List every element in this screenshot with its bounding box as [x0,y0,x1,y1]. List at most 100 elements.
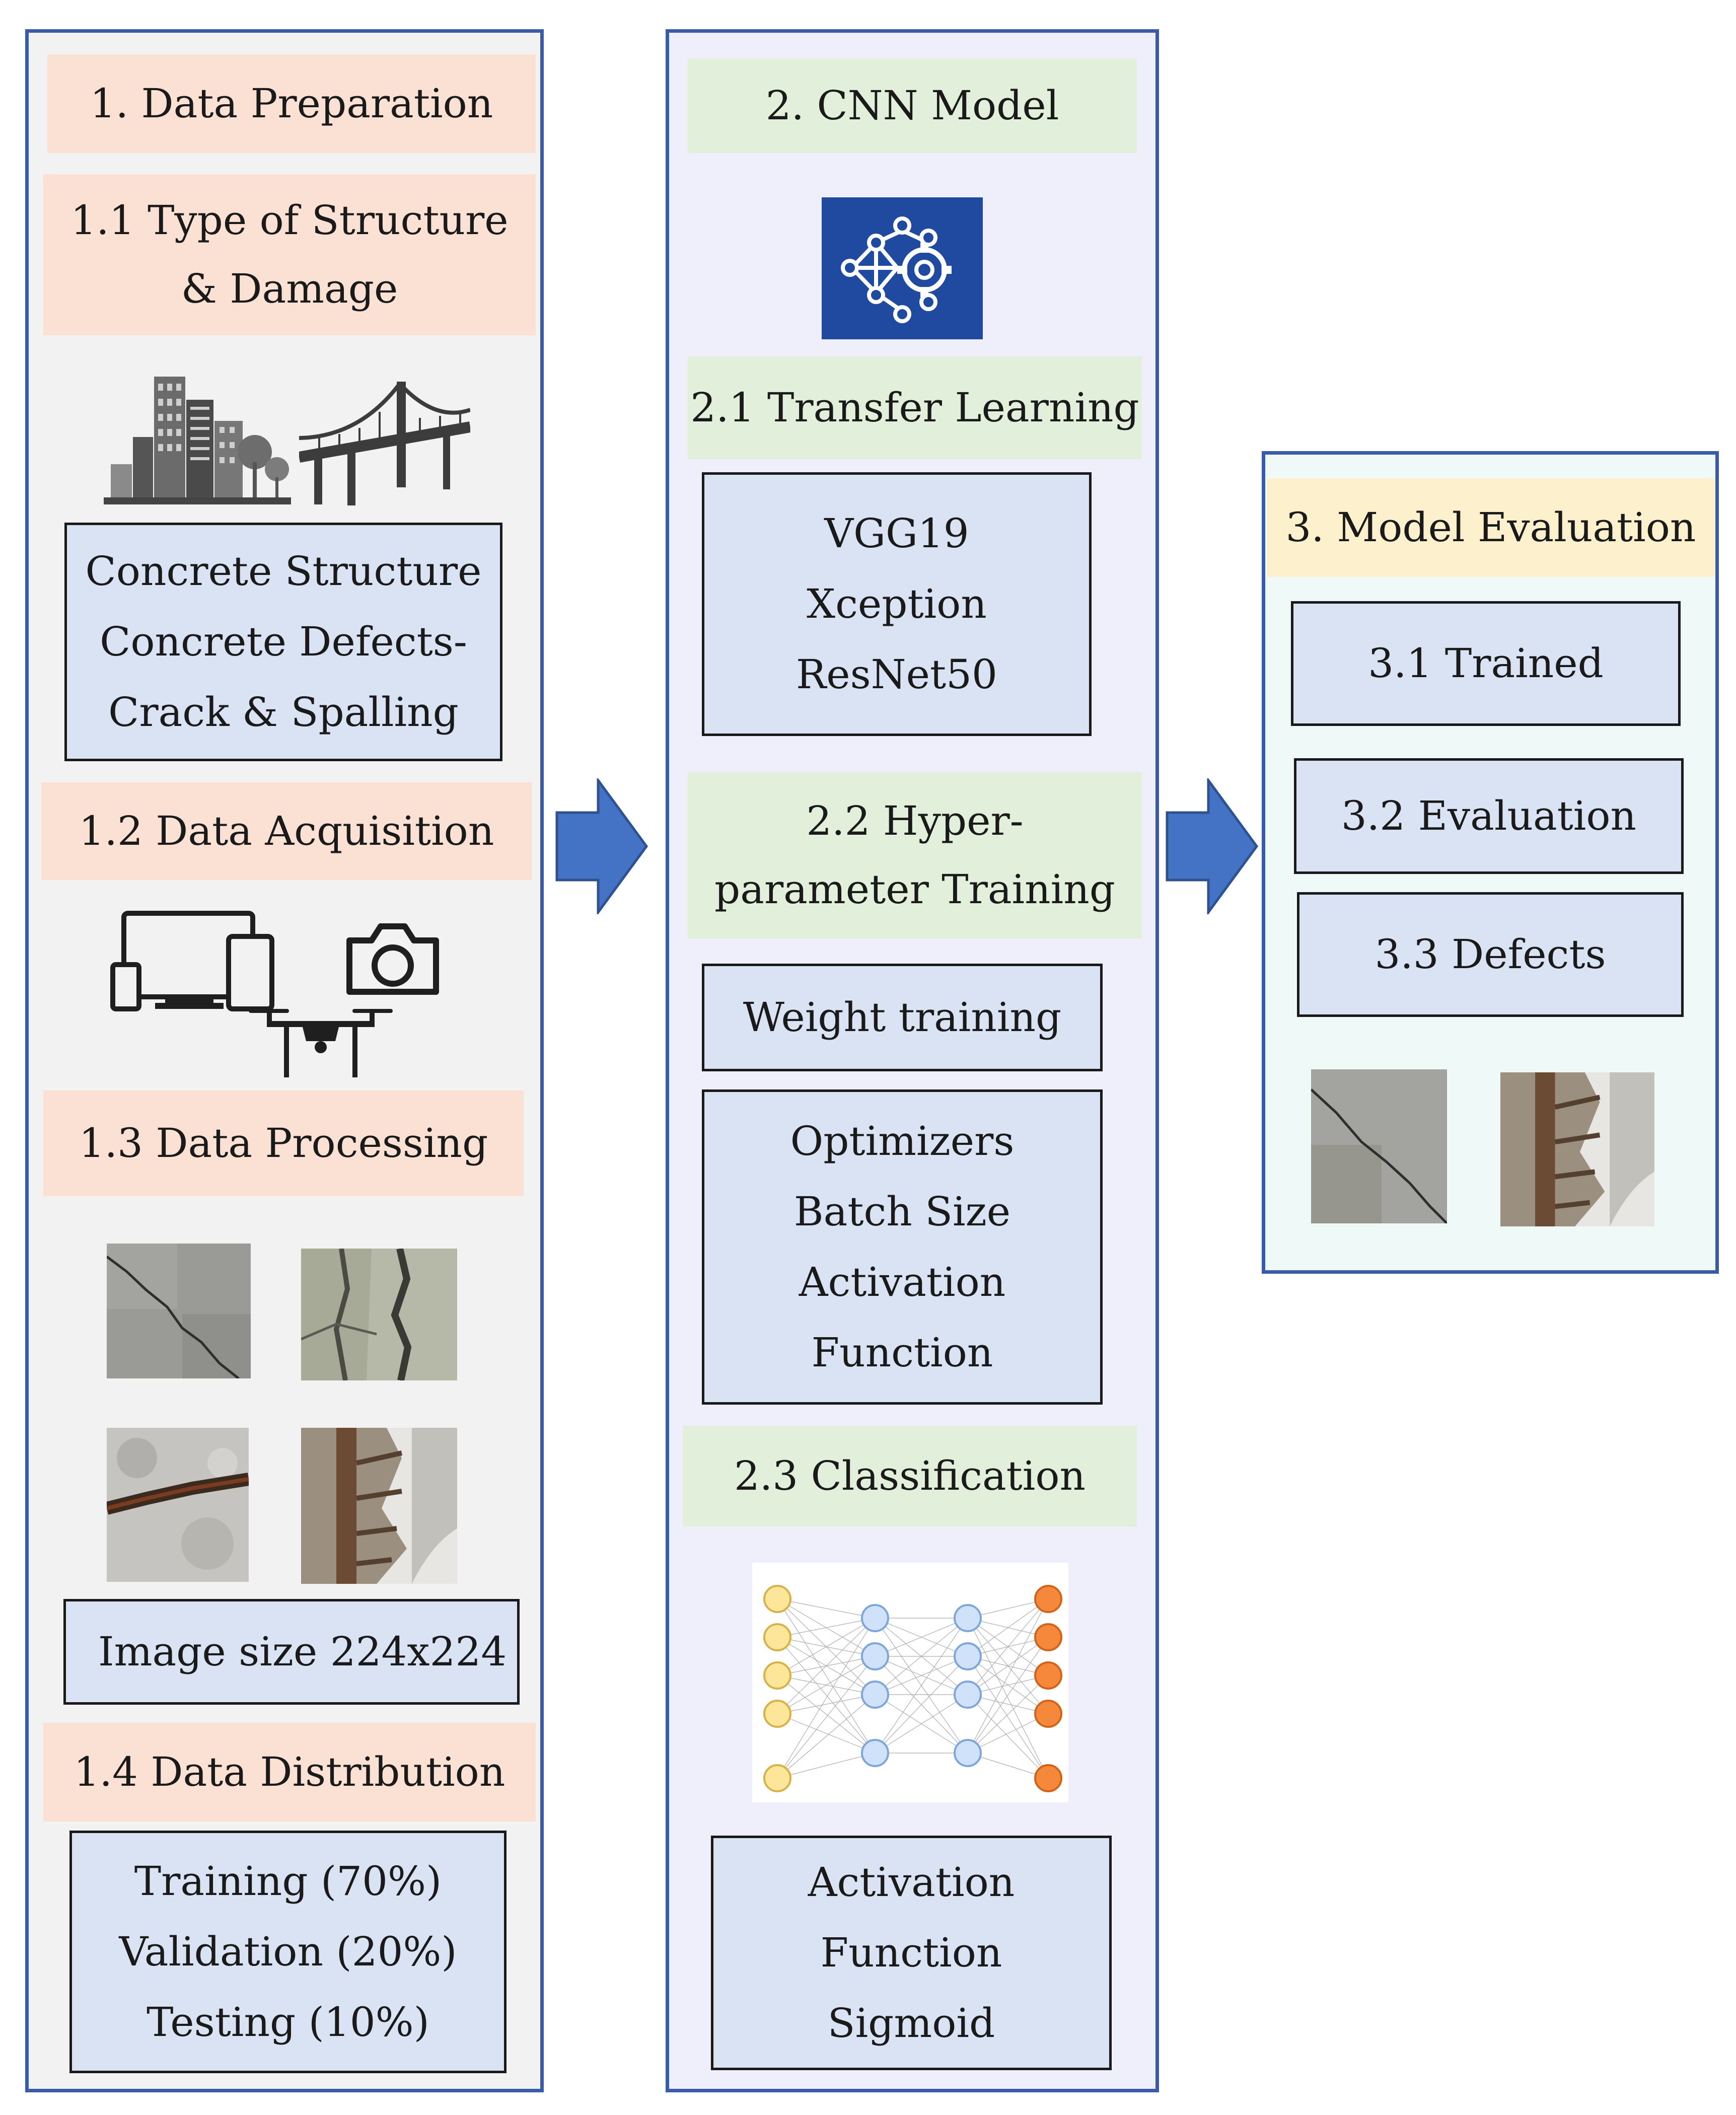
image-size-box: Image size 224x224 [63,1599,520,1705]
model-resnet50: ResNet50 [796,651,997,698]
nn-connection [777,1598,876,1754]
nn-input-node [763,1623,791,1651]
defects-text: 3.3 Defects [1375,931,1606,978]
buildings-icon [104,377,291,504]
flow-arrow-1 [555,778,648,914]
transfer-learning-header: 2.1 Transfer Learning [688,356,1142,459]
structure-box: Concrete Structure Concrete Defects- Cra… [64,523,502,761]
nn-output-node [1034,1764,1062,1792]
nn-connection [777,1675,876,1754]
nn-connection [777,1618,876,1714]
flow-arrow-2 [1166,778,1259,914]
data-distribution-header: 1.4 Data Distribution [43,1723,536,1821]
drone-icon [249,1009,393,1077]
spalling-rebar-image-2 [301,1428,457,1584]
hyperparameters-box: Optimizers Batch Size Activation Functio… [702,1089,1103,1405]
nn-input-node [763,1764,791,1792]
data-preparation-title: 1. Data Preparation [47,54,536,153]
neural-network-gear-icon [822,197,983,339]
nn-connection [777,1656,876,1779]
nn-connection [777,1618,876,1779]
nn-output-node [1034,1700,1062,1728]
classification-header: 2.3 Classification [683,1426,1137,1526]
nn-connection [967,1598,1049,1754]
evaluation-spalling-image [1500,1072,1654,1226]
concrete-crack-image-1 [107,1244,251,1378]
weight-training-box: Weight training [702,964,1103,1071]
function-label: Function [820,1929,1002,1976]
nn-connection [967,1618,1049,1779]
trained-box: 3.1 Trained [1291,601,1681,726]
output-activation-box: Activation Function Sigmoid [711,1836,1112,2070]
sigmoid-label: Sigmoid [827,2000,995,2047]
activation-label: Activation [808,1859,1015,1906]
nn-hidden-node [861,1681,889,1709]
type-of-structure-header: 1.1 Type of Structure & Damage [43,174,536,335]
model-evaluation-title: 3. Model Evaluation [1267,478,1715,577]
pretrained-models-box: VGG19 Xception ResNet50 [702,472,1092,736]
nn-connection [777,1713,876,1754]
nn-input-node [763,1661,791,1690]
nn-hidden-node [861,1739,889,1767]
nn-input-node [763,1585,791,1613]
activation-text: Activation [799,1259,1006,1305]
nn-hidden-node [954,1642,982,1670]
nn-connection [967,1675,1049,1754]
nn-connection [777,1656,876,1714]
nn-connection [875,1618,968,1657]
nn-connection [967,1694,1049,1779]
nn-connection [967,1637,1049,1695]
batch-size-text: Batch Size [793,1188,1011,1235]
nn-hidden-node [954,1681,982,1709]
nn-connection [777,1618,876,1676]
nn-connection [777,1694,876,1779]
nn-connection [967,1598,1049,1657]
training-split: Training (70%) [134,1858,442,1905]
nn-connection [967,1656,1049,1779]
nn-output-node [1034,1585,1062,1613]
nn-connection [875,1656,968,1695]
evaluation-text: 3.2 Evaluation [1341,792,1637,839]
data-processing-header: 1.3 Data Processing [43,1090,524,1196]
data-acquisition-header: 1.2 Data Acquisition [41,782,532,880]
nn-output-node [1034,1623,1062,1651]
model-vgg19: VGG19 [824,510,969,557]
neural-network-diagram [752,1563,1068,1802]
structure-line-1: Concrete Structure [85,548,482,595]
nn-connection [777,1598,876,1619]
defects-box: 3.3 Defects [1297,892,1684,1017]
nn-connection [875,1656,968,1754]
image-size-text: Image size 224x224 [98,1628,507,1675]
camera-icon [346,923,439,995]
hyperparameter-header: 2.2 Hyper-parameter Training [688,772,1142,938]
structure-line-3: Crack & Spalling [108,689,459,736]
weight-training-text: Weight training [743,994,1062,1041]
bridge-icon [299,382,470,505]
nn-connection [777,1694,876,1714]
nn-connection [777,1753,876,1779]
nn-connection [875,1618,968,1695]
evaluation-crack-image [1311,1069,1447,1223]
nn-output-node [1034,1661,1062,1690]
nn-hidden-node [861,1604,889,1632]
nn-hidden-node [954,1739,982,1767]
validation-split: Validation (20%) [119,1928,457,1975]
nn-hidden-node [861,1642,889,1670]
testing-split: Testing (10%) [147,1999,429,2046]
nn-connection [967,1637,1049,1754]
optimizers-text: Optimizers [790,1118,1015,1164]
nn-connection [777,1618,876,1638]
devices-icon [110,911,274,1011]
cnn-model-title: 2. CNN Model [688,58,1137,153]
nn-hidden-node [954,1604,982,1632]
function-text: Function [811,1329,993,1376]
nn-connection [967,1598,1049,1695]
structure-line-2: Concrete Defects- [100,618,467,665]
trained-text: 3.1 Trained [1368,640,1604,687]
nn-connection [967,1713,1049,1754]
evaluation-box: 3.2 Evaluation [1294,758,1684,874]
nn-connection [875,1694,968,1754]
distribution-box: Training (70%) Validation (20%) Testing … [69,1831,507,2073]
concrete-crack-image-2 [301,1249,457,1380]
nn-input-node [763,1700,791,1728]
